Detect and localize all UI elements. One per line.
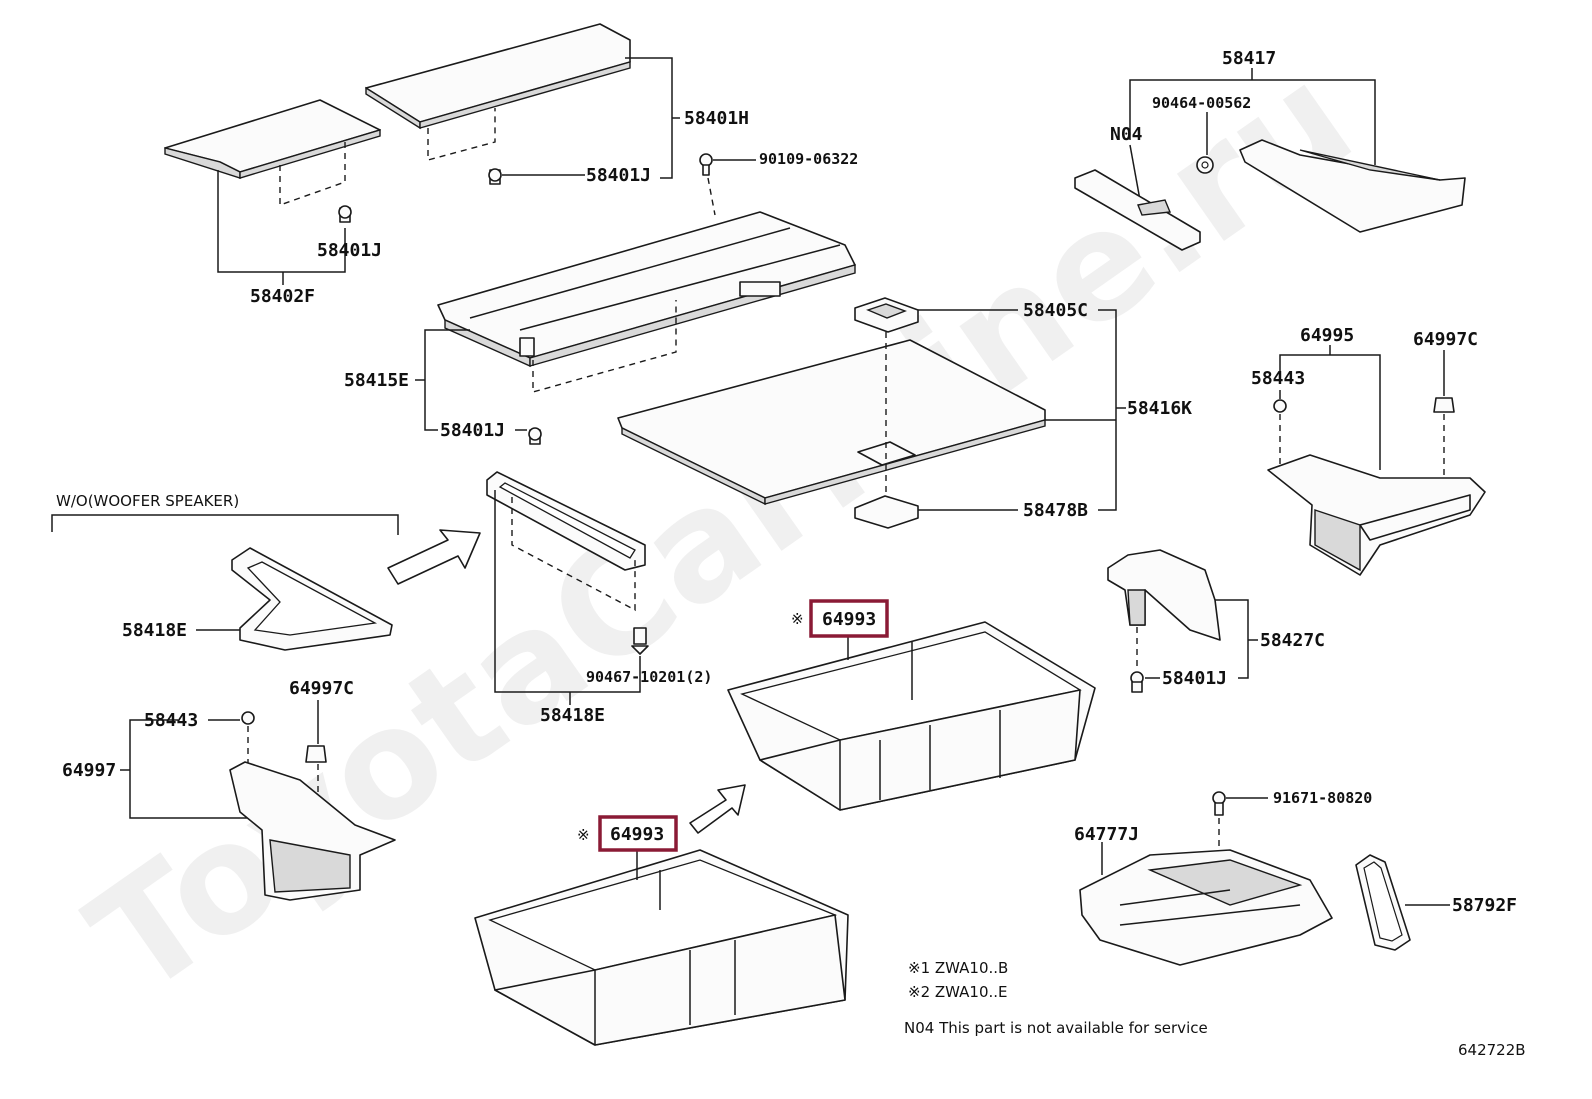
mark-64993-top: ※ xyxy=(791,610,804,628)
label-64997c-left: 64997C xyxy=(289,678,354,699)
label-58401h: 58401H xyxy=(684,108,749,129)
mark-64993-bottom: ※ xyxy=(577,826,590,844)
clip-58443-right[interactable] xyxy=(1273,399,1287,413)
label-91671-80820: 91671-80820 xyxy=(1273,789,1372,807)
duct-64995[interactable] xyxy=(1267,454,1486,576)
label-90109-06322: 90109-06322 xyxy=(759,150,858,168)
clip-58401j-left[interactable] xyxy=(338,205,352,223)
nut-64997c-left[interactable] xyxy=(305,745,327,763)
highlight-64993-top xyxy=(809,599,889,638)
seal-58792f[interactable] xyxy=(1355,854,1411,951)
label-64995: 64995 xyxy=(1300,325,1354,346)
screw-90109-06322[interactable] xyxy=(699,153,713,176)
label-58401j-mid: 58401J xyxy=(440,420,505,441)
cap-58478b[interactable] xyxy=(854,495,919,529)
label-58443-left: 58443 xyxy=(144,710,198,731)
note-zwa10-b: ※1 ZWA10..B xyxy=(908,959,1008,977)
label-58792f: 58792F xyxy=(1452,895,1517,916)
clip-90467-10201[interactable] xyxy=(631,627,649,655)
tray-64993-lower[interactable] xyxy=(474,849,849,1046)
label-90464-00562: 90464-00562 xyxy=(1152,94,1251,112)
label-64993-bottom[interactable]: 64993 xyxy=(610,824,664,845)
frame-58418e-left[interactable] xyxy=(231,547,393,651)
note-zwa10-e: ※2 ZWA10..E xyxy=(908,983,1008,1001)
arrow-right xyxy=(689,784,746,834)
mat-58416k[interactable] xyxy=(617,339,1046,506)
cap-58405c[interactable] xyxy=(854,297,919,333)
label-58405c: 58405C xyxy=(1023,300,1088,321)
arrow-left xyxy=(387,529,481,585)
duct-64997[interactable] xyxy=(229,761,396,901)
label-58418e-left: 58418E xyxy=(122,620,187,641)
frame-58418e-center[interactable] xyxy=(486,471,646,571)
label-58416k: 58416K xyxy=(1127,398,1192,419)
label-58417: 58417 xyxy=(1222,48,1276,69)
screw-91671-80820[interactable] xyxy=(1212,791,1226,816)
panel-58415e[interactable] xyxy=(437,211,856,368)
label-64993-top[interactable]: 64993 xyxy=(822,609,876,630)
highlight-64993-bottom xyxy=(598,815,678,852)
label-64997: 64997 xyxy=(62,760,116,781)
label-58401j-left: 58401J xyxy=(317,240,382,261)
label-58427c: 58427C xyxy=(1260,630,1325,651)
bracket-64777j[interactable] xyxy=(1079,849,1333,966)
label-58401j-right: 58401J xyxy=(1162,668,1227,689)
note-n04-not-available: N04 This part is not available for servi… xyxy=(904,1019,1208,1037)
label-64997c-right: 64997C xyxy=(1413,329,1478,350)
label-58401j-top: 58401J xyxy=(586,165,651,186)
bracket-58427c[interactable] xyxy=(1107,549,1221,641)
bracket-n04 xyxy=(1074,169,1201,251)
label-58478b: 58478B xyxy=(1023,500,1088,521)
label-64777j: 64777J xyxy=(1074,824,1139,845)
label-58415e: 58415E xyxy=(344,370,409,391)
label-58418e-mid: 58418E xyxy=(540,705,605,726)
label-58402f: 58402F xyxy=(250,286,315,307)
board-58402f[interactable] xyxy=(164,99,381,179)
board-58401h[interactable] xyxy=(365,23,631,130)
label-58443-right: 58443 xyxy=(1251,368,1305,389)
tray-64993-upper[interactable] xyxy=(727,621,1096,811)
clip-58401j-top[interactable] xyxy=(488,168,502,185)
label-n04: N04 xyxy=(1110,124,1143,145)
clip-58401j-right[interactable] xyxy=(1130,671,1144,693)
section-title-woofer: W/O(WOOFER SPEAKER) xyxy=(56,492,239,510)
label-90467-10201: 90467-10201(2) xyxy=(586,668,712,686)
bracket-58417[interactable] xyxy=(1239,139,1466,233)
diagram-code: 642722B xyxy=(1458,1041,1526,1059)
clip-58443-left[interactable] xyxy=(241,711,255,725)
clip-90464-00562[interactable] xyxy=(1196,156,1214,174)
nut-64997c-right[interactable] xyxy=(1433,397,1455,413)
clip-58401j-mid[interactable] xyxy=(528,427,542,445)
